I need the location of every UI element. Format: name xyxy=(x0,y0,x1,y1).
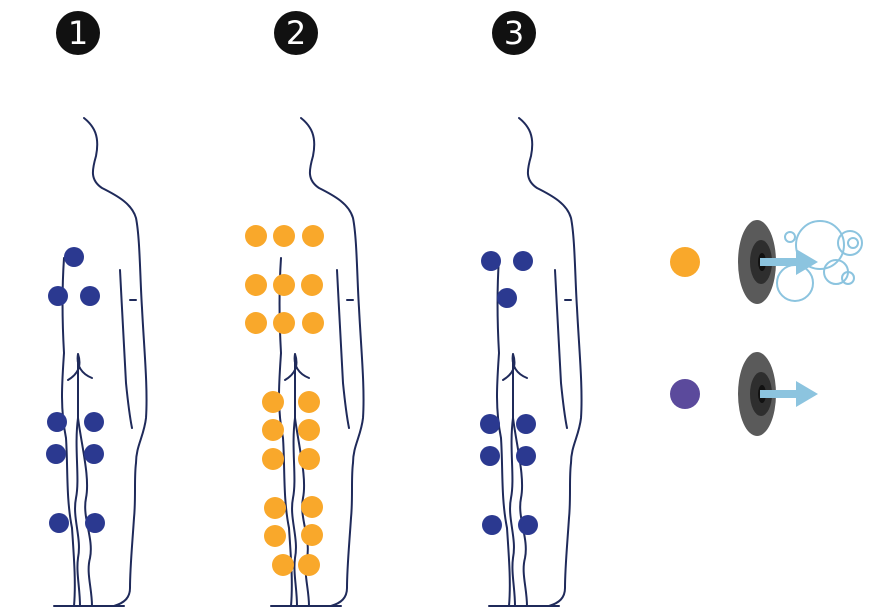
speaker-with-arrow-icon xyxy=(738,352,818,436)
treatment-dot xyxy=(273,225,295,247)
treatment-dot xyxy=(516,414,536,434)
step-badge-3: 3 xyxy=(492,11,536,55)
treatment-dot xyxy=(302,312,324,334)
treatment-dot xyxy=(513,251,533,271)
treatment-dot xyxy=(245,312,267,334)
treatment-dot xyxy=(481,251,501,271)
treatment-dot xyxy=(272,554,294,576)
treatment-dot xyxy=(298,448,320,470)
legend-dot xyxy=(670,247,700,277)
treatment-dot xyxy=(64,247,84,267)
treatment-dot xyxy=(262,448,284,470)
step-number: 2 xyxy=(285,14,307,52)
treatment-dot xyxy=(46,444,66,464)
legend-row-2 xyxy=(670,352,818,436)
treatment-dot xyxy=(84,412,104,432)
treatment-dot xyxy=(80,286,100,306)
bubble-icon xyxy=(795,220,845,270)
treatment-dot xyxy=(273,312,295,334)
bubble-icon xyxy=(841,271,855,285)
step-number: 1 xyxy=(67,14,89,52)
treatment-dot xyxy=(301,496,323,518)
treatment-dot xyxy=(84,444,104,464)
treatment-dot xyxy=(516,446,536,466)
treatment-dot xyxy=(49,513,69,533)
treatment-dot xyxy=(264,525,286,547)
treatment-dot xyxy=(480,414,500,434)
treatment-dot xyxy=(298,554,320,576)
treatment-dot xyxy=(301,524,323,546)
bubble-icon xyxy=(847,237,859,249)
treatment-dot xyxy=(273,274,295,296)
treatment-dot xyxy=(302,225,324,247)
step-number: 3 xyxy=(503,14,525,52)
legend-row-1 xyxy=(670,220,863,304)
step-badge-2: 2 xyxy=(274,11,318,55)
treatment-dot xyxy=(480,446,500,466)
treatment-dot xyxy=(85,513,105,533)
treatment-dot xyxy=(518,515,538,535)
body-figure-3 xyxy=(488,117,583,607)
treatment-dot xyxy=(301,274,323,296)
legend xyxy=(670,220,863,436)
treatment-dot xyxy=(298,419,320,441)
treatment-dot xyxy=(264,497,286,519)
bubble-icon xyxy=(837,230,863,256)
treatment-dot xyxy=(245,225,267,247)
treatment-dot xyxy=(497,288,517,308)
treatment-dot xyxy=(47,412,67,432)
bubble-icon xyxy=(776,264,814,302)
body-figure-1 xyxy=(53,117,148,607)
speaker-with-bubbles-icon xyxy=(738,220,863,304)
treatment-dots xyxy=(46,225,538,576)
bubble-icon xyxy=(784,231,796,243)
treatment-dot xyxy=(245,274,267,296)
treatment-dot xyxy=(262,419,284,441)
treatment-dot xyxy=(48,286,68,306)
step-badge-1: 1 xyxy=(56,11,100,55)
bubble-icon xyxy=(801,257,811,267)
treatment-dot xyxy=(482,515,502,535)
treatment-dot xyxy=(298,391,320,413)
treatment-dot xyxy=(262,391,284,413)
legend-dot xyxy=(670,379,700,409)
